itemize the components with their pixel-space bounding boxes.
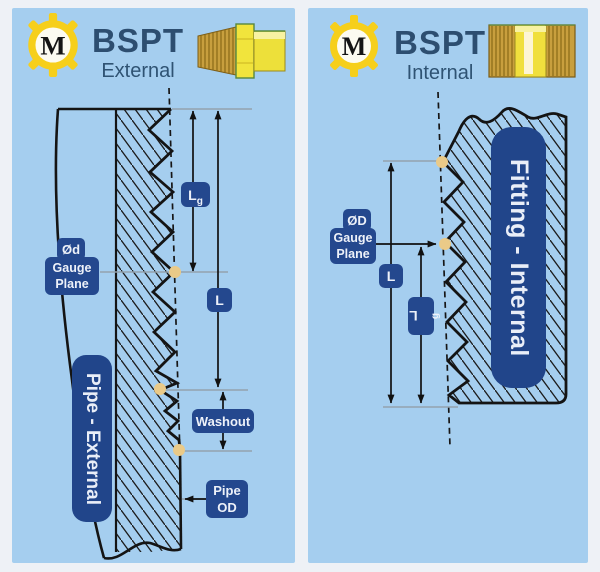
plane-label: Plane xyxy=(55,277,89,291)
gauge-plane-badge: Gauge Plane xyxy=(330,228,376,264)
lg-subscript: g xyxy=(196,195,203,207)
pipe-od-line1: Pipe xyxy=(213,482,241,498)
male-threaded-fitting-icon xyxy=(197,23,286,79)
lg-label: L xyxy=(188,186,197,203)
page-title: BSPT xyxy=(91,22,184,59)
gauge-diameter-label: ØD xyxy=(347,212,367,228)
panel-header-left: BSPT External xyxy=(86,22,190,82)
logo-letter: M xyxy=(342,32,367,61)
plane-label: Plane xyxy=(336,247,370,261)
gauge-plane-badge: Gauge Plane xyxy=(45,257,99,295)
page-title: BSPT xyxy=(393,24,486,61)
washout-badge: Washout xyxy=(192,409,254,433)
gauge-diameter-badge: ØD xyxy=(343,209,371,231)
gauge-diameter-label: Ød xyxy=(61,241,81,257)
lg-dimension-badge: Lg xyxy=(181,182,210,207)
fitting-internal-label: Fitting - Internal xyxy=(505,158,533,357)
female-threaded-coupling-icon xyxy=(488,24,576,78)
thread-ridges xyxy=(491,26,570,76)
panel-bspt-internal: M BSPT Internal xyxy=(308,8,588,563)
l-label: L xyxy=(215,292,224,308)
pipe-external-label-pill: Pipe - External xyxy=(72,355,112,522)
brand-gear-logo-icon: M xyxy=(330,15,378,77)
gauge-diameter-badge: Ød xyxy=(57,238,85,260)
hex-collar xyxy=(235,23,255,79)
fitting-internal-label-pill: Fitting - Internal xyxy=(491,127,546,388)
l-label: L xyxy=(386,268,396,284)
pipe-od-badge: Pipe OD xyxy=(206,480,248,518)
l-dimension-badge: L xyxy=(379,264,403,288)
washout-label: Washout xyxy=(195,413,251,429)
l-dimension-badge: L xyxy=(207,288,232,312)
gear-center xyxy=(35,27,71,63)
lg-subscript: g xyxy=(429,312,441,320)
page-subtitle: External xyxy=(101,59,175,82)
gauge-label: Gauge xyxy=(52,260,92,275)
brand-gear-logo-icon: M xyxy=(28,13,78,77)
pipe-od-line2: OD xyxy=(217,500,237,515)
pipe-external-label: Pipe - External xyxy=(82,372,103,505)
panel-header-right: BSPT Internal xyxy=(388,24,492,84)
logo-letter: M xyxy=(40,30,65,60)
lg-label: L xyxy=(408,308,418,324)
gauge-label: Gauge xyxy=(333,230,373,245)
page-subtitle: Internal xyxy=(406,61,474,84)
